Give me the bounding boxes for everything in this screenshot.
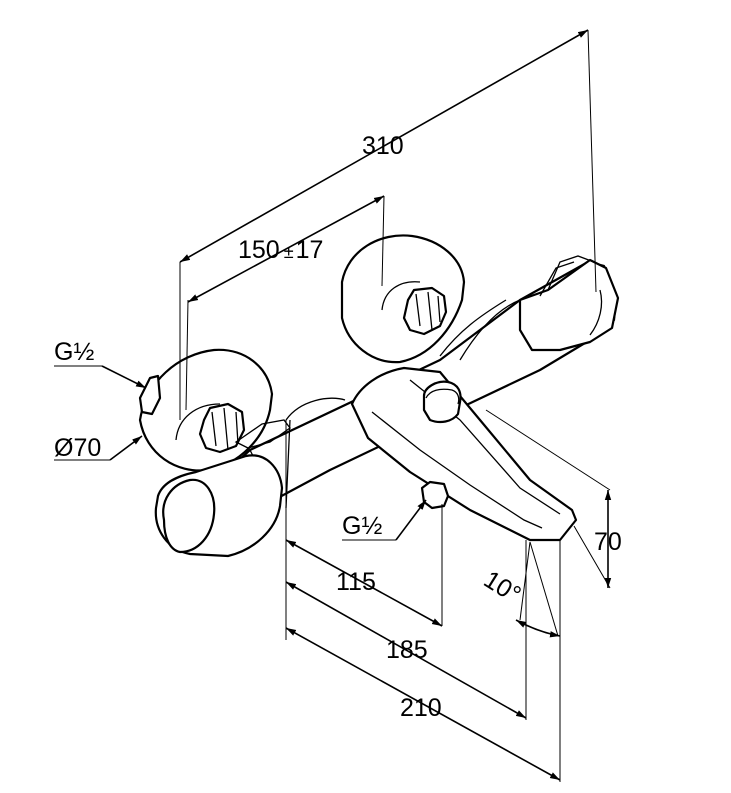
label-inlet-thread: G½ xyxy=(54,338,94,366)
leader-rosette xyxy=(109,435,143,461)
dim-to-spout-front: 185 xyxy=(386,636,428,664)
dimension-texts: 310 150±17 G½ Ø70 G½ 115 185 210 70 10° xyxy=(54,132,622,722)
dim-overall-width: 310 xyxy=(362,132,404,160)
label-outlet-thread: G½ xyxy=(342,512,382,540)
thermostat-handle xyxy=(518,255,620,352)
rosette-right xyxy=(340,234,466,364)
dim-to-valve: 115 xyxy=(336,568,376,596)
dim-centers-base: 150 xyxy=(238,236,280,264)
dim-spout-height: 70 xyxy=(594,528,622,556)
dim-centers-tolerance-sign: ± xyxy=(284,242,294,262)
front-handle xyxy=(154,419,291,558)
dim-to-spout-tip: 210 xyxy=(400,694,442,722)
dim-line-centers xyxy=(187,195,385,303)
dim-line-210 xyxy=(285,627,561,781)
spout xyxy=(350,366,578,542)
dim-arc-angle xyxy=(515,619,561,638)
dim-centers-tolerance: 17 xyxy=(296,236,324,264)
dimension-lines xyxy=(54,29,612,782)
label-rosette-diameter: Ø70 xyxy=(54,434,101,462)
leader-outlet xyxy=(395,499,427,541)
dim-centers: 150±17 xyxy=(238,236,323,264)
mixer-body xyxy=(138,234,620,558)
dim-spout-angle: 10° xyxy=(479,565,526,609)
leader-inlet xyxy=(101,365,147,389)
